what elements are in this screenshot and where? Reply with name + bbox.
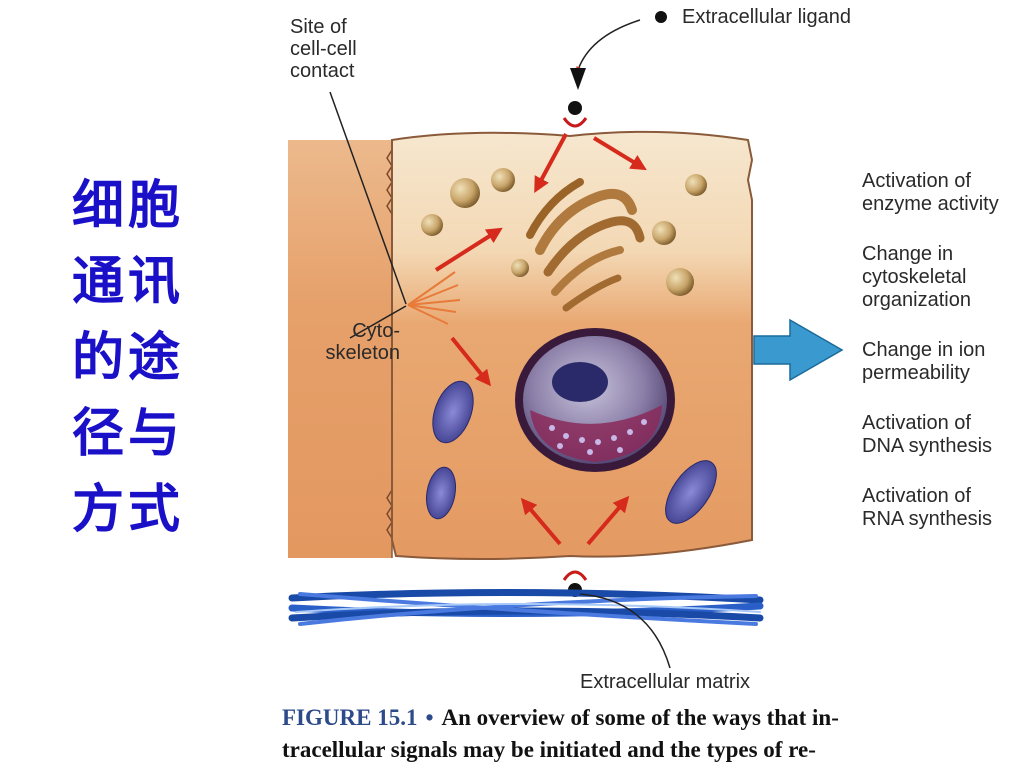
cell-signaling-diagram: [288, 11, 844, 669]
effect-item: Change in cytoskeletal organization: [862, 243, 971, 311]
nucleus: [515, 328, 675, 472]
caption-line-1: FIGURE 15.1 • An overview of some of the w…: [282, 702, 1024, 734]
cytoskeleton-filaments: [407, 271, 461, 325]
signal-arrows: [434, 133, 647, 546]
title-line: 径与: [72, 403, 185, 464]
mitochondria: [425, 380, 717, 524]
caption-text-2: tracellular signals may be initiated and…: [282, 737, 816, 762]
vesicles: [421, 168, 707, 296]
title-line: 方式: [72, 479, 185, 540]
label-cytoskeleton: Cyto- skeleton: [325, 320, 401, 364]
effect-item: Activation of enzyme activity: [862, 170, 999, 215]
extracellular-matrix: [288, 588, 764, 626]
effect-item: Activation of DNA synthesis: [862, 412, 993, 457]
label-extracellular-matrix: Extracellular matrix: [580, 671, 751, 693]
figure-number: FIGURE 15.1: [282, 705, 418, 730]
neighbor-cell: [288, 140, 392, 558]
title-line: 的途: [72, 327, 185, 388]
title-line: 细胞: [72, 175, 185, 236]
label-site-of-contact: Site of cell-cell contact: [290, 16, 357, 82]
leader-lines: [329, 19, 671, 669]
ligand-arrow-head: [570, 68, 586, 90]
effects-list: Activation of enzyme activity Change in …: [862, 170, 1024, 558]
figure-caption: FIGURE 15.1 • An overview of some of the w…: [282, 702, 1024, 766]
title-line: 通讯: [72, 251, 185, 312]
ligand-bullet: [655, 11, 667, 23]
caption-bullet: •: [425, 705, 434, 730]
golgi-apparatus: [526, 178, 645, 312]
effect-item: Change in ion permeability: [862, 339, 986, 384]
outcome-arrow: [753, 318, 844, 382]
effect-item: Activation of RNA synthesis: [862, 485, 993, 530]
receptor-top: [562, 101, 588, 128]
caption-text-1: An overview of some of the ways that in-: [441, 705, 839, 730]
slide-title: 细胞 通讯 的途 径与 方式: [72, 168, 202, 548]
label-extracellular-ligand: Extracellular ligand: [682, 6, 851, 28]
